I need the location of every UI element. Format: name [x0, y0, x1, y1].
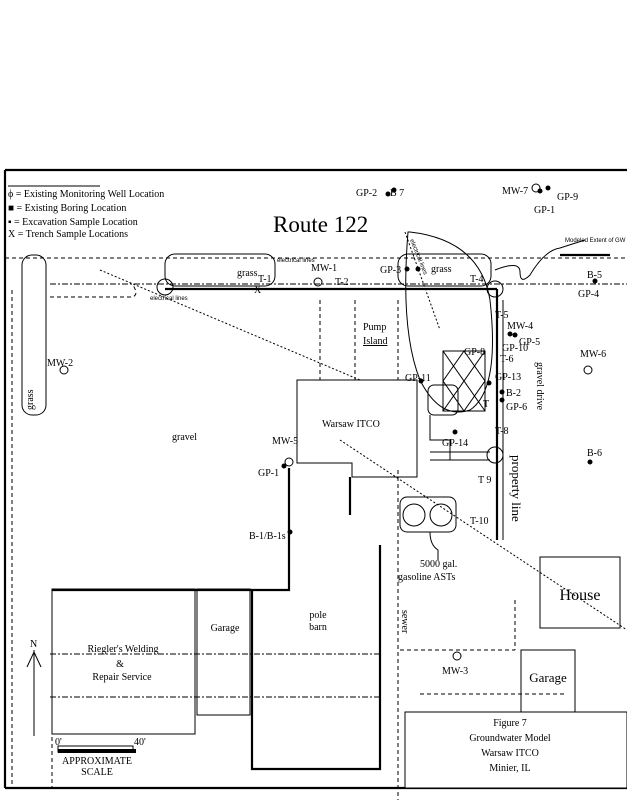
warsaw-itco-building	[296, 379, 418, 478]
point-label: GP-9	[557, 192, 578, 203]
point-label: MW-1	[311, 263, 337, 274]
tanks-label: 5000 gal.	[420, 559, 457, 570]
point-label: T-1	[258, 274, 272, 285]
garage-left-label: Garage	[211, 623, 240, 634]
pump-island-label: Island	[363, 336, 387, 347]
house-label: House	[560, 587, 601, 604]
electrical-lines: electrical lines electrical lines electr…	[99, 231, 627, 631]
point-label: T	[483, 399, 489, 410]
grass-label: grass	[237, 268, 258, 279]
point-label: MW-3	[442, 666, 468, 677]
point-label: T 9	[478, 475, 491, 486]
garage-left	[196, 588, 251, 716]
sample-points: GP-2 B 7 MW-7 GP-9 GP-1 MW-1 T-1 X T-2 G…	[47, 183, 606, 677]
point-label: T-5	[495, 310, 509, 321]
tanks-label: gasoline ASTs	[398, 572, 455, 583]
point-label: GP-4	[578, 289, 599, 300]
site-name: Warsaw ITCO	[481, 748, 539, 759]
scale-label: APPROXIMATE	[62, 756, 132, 767]
buildings: Warsaw ITCO Riegler's Welding & Repair S…	[51, 350, 621, 771]
point-label: MW-6	[580, 349, 606, 360]
point-label: GP-8	[464, 347, 485, 358]
figure-number: Figure 7	[493, 718, 527, 729]
riegler-label: Repair Service	[92, 672, 152, 683]
road: Route 122	[5, 212, 627, 464]
area-labels: grass grass grass gravel Pump Island gra…	[25, 264, 545, 634]
gravel-drive-label: gravel drive	[534, 362, 545, 411]
tanks	[399, 496, 457, 533]
point-label: MW-4	[507, 321, 533, 332]
modeled-extent: Modeled Extent of GW	[405, 231, 626, 413]
point-label: GP-5	[519, 337, 540, 348]
garage-right-label: Garage	[529, 670, 567, 685]
house	[539, 556, 621, 629]
point-label: GP-6	[506, 402, 527, 413]
grass-label: grass	[431, 264, 452, 275]
point-label: T-2	[335, 277, 349, 288]
point-label: GP-1	[258, 468, 279, 479]
point-label: MW-5	[272, 436, 298, 447]
property-line-label: property line	[509, 455, 524, 522]
property-lines	[11, 289, 565, 800]
point-label: GP-2	[356, 188, 377, 199]
scale-forty: 40'	[134, 737, 146, 748]
riegler-label: &	[116, 659, 124, 670]
legend-boring: ■ = Existing Boring Location	[8, 203, 126, 214]
modeled-extent-label: Modeled Extent of GW	[565, 238, 626, 244]
scale-zero: 0'	[55, 737, 62, 748]
warsaw-itco-label: Warsaw ITCO	[322, 419, 380, 430]
point-label: T-6	[500, 354, 514, 365]
legend-trench: X = Trench Sample Locations	[8, 229, 128, 240]
gravel-label: gravel	[172, 432, 197, 443]
point-label: GP-10	[502, 343, 528, 354]
point-label: B-1/B-1s	[249, 531, 286, 542]
north-arrow-icon: N	[26, 639, 42, 736]
scale-label: SCALE	[81, 767, 113, 778]
sewer-label: sewer	[399, 610, 410, 634]
pump-island-label: Pump	[363, 322, 386, 333]
point-label: B-2	[506, 388, 521, 399]
point-label: B 7	[390, 188, 404, 199]
trench-x: X	[254, 285, 262, 296]
scale-bar: 0' 40' APPROXIMATE SCALE	[55, 737, 146, 778]
point-label: MW-7	[502, 186, 528, 197]
north-label: N	[30, 639, 37, 650]
figure-title: Groundwater Model	[469, 733, 551, 744]
point-label: B-5	[587, 270, 602, 281]
point-label: GP-3	[380, 265, 401, 276]
point-label: T-10	[470, 516, 489, 527]
point-label: GP-1	[534, 205, 555, 216]
pole-barn-label: pole	[309, 610, 327, 621]
pole-barn-label: barn	[309, 622, 327, 633]
point-label: T-4	[470, 274, 484, 285]
point-label: T-8	[495, 426, 509, 437]
electrical-lines-label: electrical lines	[277, 258, 315, 264]
electrical-lines-label: electrical lines	[150, 296, 188, 302]
point-label: GP-14	[442, 438, 468, 449]
riegler-building	[51, 588, 196, 735]
site-location: Minier, IL	[489, 763, 530, 774]
point-label: GP-11	[405, 373, 431, 384]
riegler-label: Riegler's Welding	[87, 644, 158, 655]
road-name: Route 122	[273, 212, 368, 237]
point-label: MW-2	[47, 358, 73, 369]
legend-monitoring-well: ϕ = Existing Monitoring Well Location	[8, 189, 164, 200]
legend-excavation: ▪ = Excavation Sample Location	[8, 217, 138, 228]
point-label: GP-13	[495, 372, 521, 383]
grass-label: grass	[25, 389, 36, 410]
point-label: B-6	[587, 448, 602, 459]
title-block: Figure 7 Groundwater Model Warsaw ITCO M…	[404, 711, 627, 789]
legend: ϕ = Existing Monitoring Well Location ■ …	[8, 185, 164, 240]
